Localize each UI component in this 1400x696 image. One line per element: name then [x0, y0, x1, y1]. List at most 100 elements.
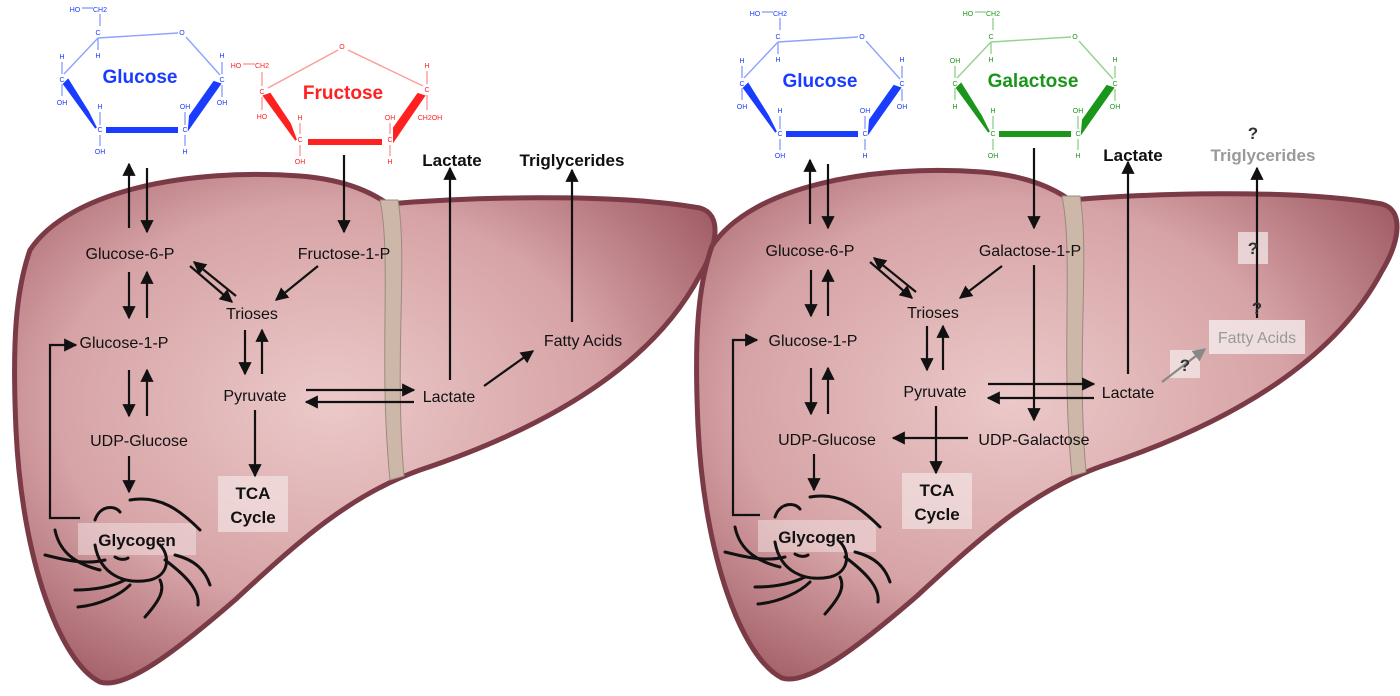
wedge-bond [187, 80, 222, 132]
atom-label: H [297, 115, 302, 122]
bond [97, 32, 179, 39]
atom-label: H [95, 53, 100, 60]
tca-box [902, 473, 972, 529]
bond [1078, 40, 1114, 80]
atom-label: H [862, 153, 867, 160]
tca-cycle-label: TCA [236, 484, 271, 503]
atom-label: O [1072, 34, 1078, 41]
atom-label: H [775, 57, 780, 64]
glycogen-label: Glycogen [778, 528, 855, 547]
ligament [379, 199, 405, 481]
glycogen-box [758, 520, 876, 552]
atom-label: OH [217, 100, 228, 107]
atom-label: CH2OH [418, 115, 443, 122]
bond [63, 37, 99, 75]
bond [865, 40, 901, 80]
ligament [1061, 195, 1087, 477]
pyruvate-label: Pyruvate [223, 388, 286, 405]
atom-label: OH [775, 153, 786, 160]
lactate-label: Lactate [1102, 385, 1155, 402]
atom-label: H [387, 159, 392, 166]
atom-label: C [775, 34, 780, 41]
bond [777, 36, 859, 43]
bond [990, 36, 1072, 43]
trioses-label: Trioses [226, 306, 278, 323]
atom-label: OH [1110, 104, 1121, 111]
atom-label: HO [257, 114, 268, 121]
atom-label: C [297, 137, 302, 144]
atom-label: H [59, 54, 64, 61]
glycogen-icon [43, 497, 212, 619]
udp-galactose-label: UDP-Galactose [978, 432, 1089, 449]
fatty-acids-box [1209, 320, 1305, 354]
tca-cycle-label: Cycle [230, 508, 275, 527]
atom-label: HO [750, 11, 761, 18]
atom-label: C [182, 127, 187, 134]
arrow [192, 261, 237, 297]
glucose-1-p-label: Glucose-1-P [769, 333, 858, 350]
atom-label: HO [963, 11, 974, 18]
atom-label: OH [95, 149, 106, 156]
atom-label: H [1075, 153, 1080, 160]
atom-label: OH [860, 108, 871, 115]
atom-label: H [182, 149, 187, 156]
atom-label: H [952, 104, 957, 111]
atom-label: OH [295, 159, 306, 166]
atom-label: HO [231, 63, 242, 70]
unknown-mark: ? [1180, 356, 1190, 375]
bond [347, 49, 424, 87]
atom-label: H [219, 53, 224, 60]
wedge-bond [867, 84, 902, 136]
glycogen-box [78, 523, 196, 555]
atom-label: C [95, 30, 100, 37]
wedge-bond [955, 82, 990, 133]
atom-label: C [259, 89, 264, 96]
atom-label: H [988, 57, 993, 64]
lactate-label: Lactate [423, 389, 476, 406]
glucose-6-p-label: Glucose-6-P [86, 246, 175, 263]
atom-label: OH [737, 104, 748, 111]
atom-label: C [777, 131, 782, 138]
atom-label: CH2 [93, 7, 107, 14]
bond [743, 41, 779, 79]
atom-label: C [219, 77, 224, 84]
atom-label: CH2 [986, 11, 1000, 18]
atom-label: H [424, 63, 429, 70]
fatty-acids-label: Fatty Acids [544, 333, 622, 350]
atom-label: CH2 [773, 11, 787, 18]
arrow-lactate-to-fatty-acids [483, 350, 535, 387]
wedge-bond [262, 92, 297, 141]
atom-label: C [988, 34, 993, 41]
arrow-glycogen-to-g1p [48, 338, 80, 520]
atom-label: CH2 [255, 63, 269, 70]
sugar-name: Galactose [988, 71, 1079, 92]
triglycerides-label: Triglycerides [520, 151, 625, 170]
atom-label: C [1112, 81, 1117, 88]
atom-label: H [97, 104, 102, 111]
bond [185, 36, 221, 76]
tca-box [218, 476, 288, 532]
atom-label: C [862, 131, 867, 138]
unknown-mark: ? [1248, 239, 1258, 258]
atom-label: OH [1073, 108, 1084, 115]
atom-label: OH [57, 100, 68, 107]
triglycerides-label: Triglycerides [1211, 146, 1316, 165]
atom-label: OH [385, 115, 396, 122]
tca-cycle-label: Cycle [914, 505, 959, 524]
unknown-mark: ? [1248, 124, 1258, 143]
atom-label: HO [70, 7, 81, 14]
arrow-gal1p-to-trioses [958, 265, 1003, 299]
atom-label: O [859, 34, 865, 41]
atom-label: O [339, 44, 345, 51]
atom-label: C [739, 81, 744, 88]
lactate-output-label: Lactate [1103, 146, 1163, 165]
atom-label: H [777, 108, 782, 115]
atom-label: C [1075, 131, 1080, 138]
atom-label: C [990, 131, 995, 138]
glycogen-icon [723, 494, 892, 616]
